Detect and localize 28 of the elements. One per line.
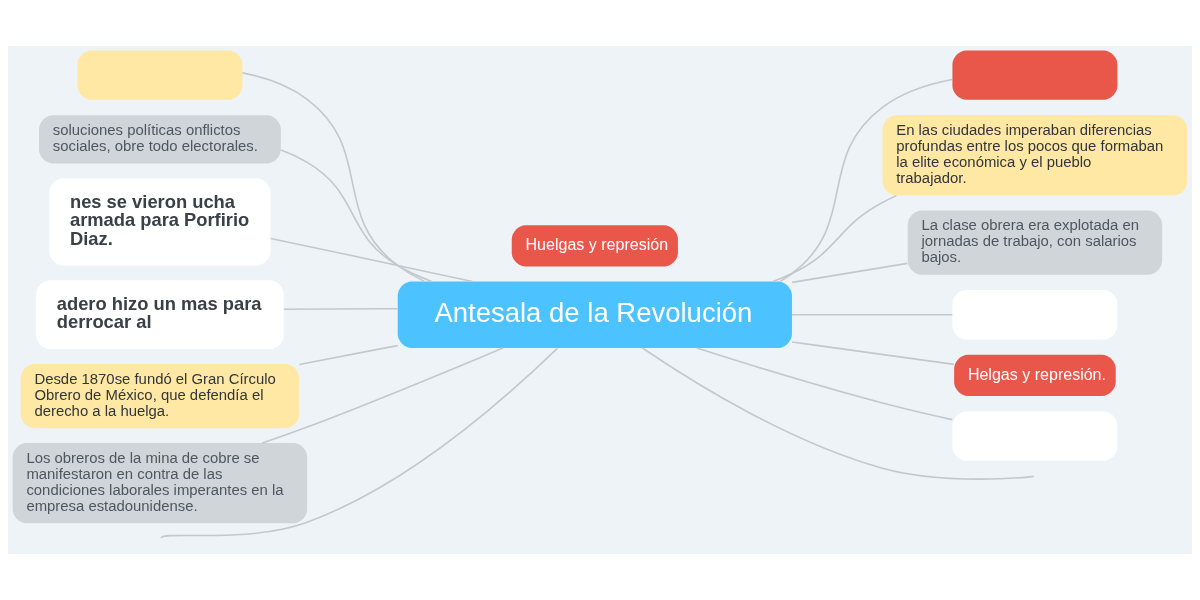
connector [160,347,559,539]
node-box [952,50,1118,100]
node-box [77,50,243,100]
connector [791,341,955,366]
node-box: adero hizo un mas para derrocar al [36,280,284,350]
node-box: Huelgas y represión [511,225,678,267]
connector [791,262,909,284]
node-box [952,290,1118,340]
connector [696,347,954,421]
connector [261,347,504,444]
node-box: La clase obrera era explotada en jornadas de trabajo, con salarios bajos. [907,210,1163,275]
connector [641,347,1035,480]
connector [269,237,474,283]
connector [772,194,898,283]
connector [283,307,399,311]
node-box: nes se vieron ucha armada para Porfirio Diaz. [49,178,271,266]
node-box: Antesala de la Revolución [397,281,792,348]
connector [779,78,954,283]
node-box: En las ciudades imperaban diferencias profundas entre los pocos que formaban la elite económica y el pueblo trabajador. [882,115,1188,196]
node-box: Los obreros de la mina de cobre se manifestaron en contra de las condiciones laborales imperantes en la empresa estadounidense. [12,443,308,524]
connector [280,149,433,283]
connector [298,344,399,366]
node-box: soluciones políticas onflictos sociales, obre todo electorales. [39,115,281,164]
node-box: Helgas y represión. [954,354,1116,397]
connector [791,313,954,316]
node-box [952,411,1118,461]
connector [241,72,426,283]
node-box: Desde 1870se fundó el Gran Círculo Obrero de México, que defendía el derecho a la huelga. [20,364,300,429]
